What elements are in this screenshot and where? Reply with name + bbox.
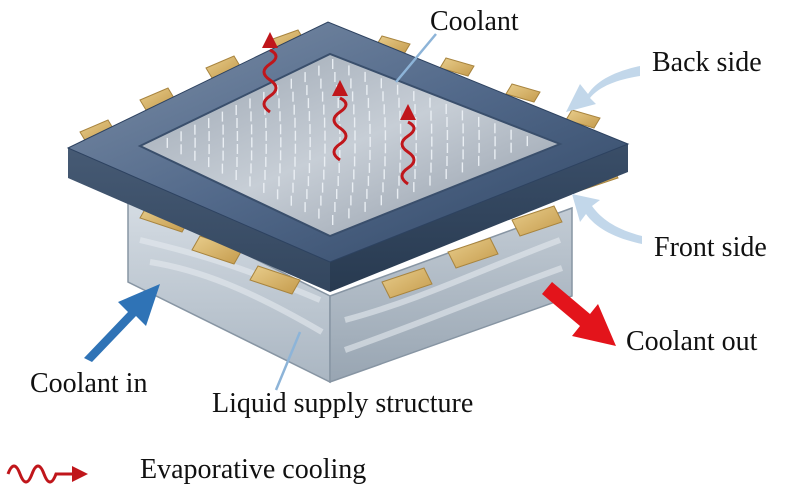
front-side-arrow: [572, 194, 642, 244]
evaporation-arrow: [332, 96, 348, 162]
back-side-arrow: [566, 66, 640, 112]
pillar-array: [166, 59, 528, 225]
liquid-supply-container: [127, 194, 573, 384]
pad: [381, 267, 433, 299]
pad: [439, 57, 475, 77]
pad: [447, 237, 499, 269]
evaporation-arrows: [262, 32, 416, 186]
front-side-label: Front side: [654, 232, 767, 263]
coolant-label: Coolant: [430, 6, 519, 37]
evaporation-arrow: [262, 48, 278, 114]
frame-left-side: [68, 148, 330, 292]
coolant-out-arrow: [542, 282, 616, 346]
evaporation-arrowhead: [262, 32, 278, 48]
container-right-face: [329, 206, 573, 384]
pad: [565, 109, 601, 129]
coolant-in-label: Coolant in: [30, 368, 148, 399]
pad: [511, 205, 563, 237]
liquid-supply-leader-line: [274, 331, 302, 391]
coolant-surface: [137, 52, 563, 238]
legend-evaporative-cooling-label: Evaporative cooling: [140, 454, 367, 485]
coolant-out-label: Coolant out: [626, 326, 758, 357]
coolant-in-arrow: [84, 284, 160, 362]
liquid-supply-label: Liquid supply structure: [212, 388, 474, 419]
evaporation-arrowhead: [400, 104, 416, 120]
coolant-leader-line: [395, 33, 437, 83]
liquid-texture: [139, 237, 564, 353]
pad: [249, 265, 301, 295]
back-side-label: Back side: [652, 47, 762, 78]
legend-wave-icon: [6, 464, 88, 484]
evaporation-arrowhead: [332, 80, 348, 96]
pad: [505, 83, 541, 103]
frame-right-side: [330, 144, 628, 292]
evaporation-arrow: [400, 120, 416, 186]
